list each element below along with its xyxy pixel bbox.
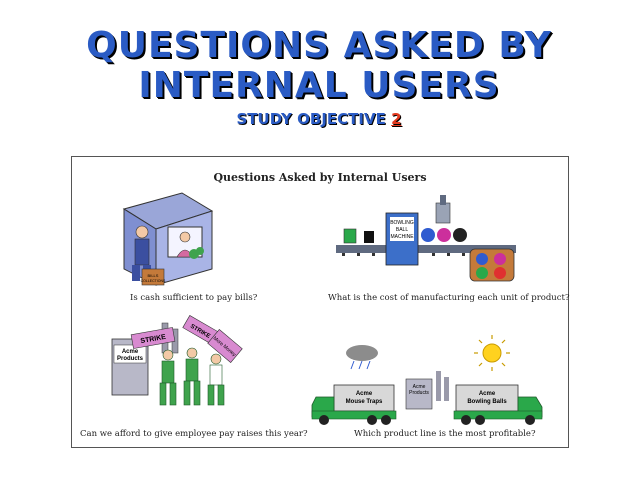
truck1-label-2: Mouse Traps bbox=[346, 399, 383, 405]
caption-cash: Is cash sufficient to pay bills? bbox=[130, 293, 258, 303]
study-objective-label: STUDY OBJECTIVE bbox=[236, 110, 392, 128]
panel-title: Questions Asked by Internal Users bbox=[213, 171, 427, 184]
bills-label: BILLS bbox=[148, 273, 159, 278]
trucks-illustration: Acme Products Acme Mouse Traps Acme Bowl… bbox=[311, 335, 543, 425]
caption-cost: What is the cost of manufacturing each u… bbox=[328, 293, 570, 303]
cash-booth-illustration: BILLS COLLECTIONS bbox=[122, 192, 214, 286]
machine-label-3: MACHINE bbox=[390, 234, 414, 240]
strike-illustration: Acme Products STRIKE STRIKE More Money bbox=[111, 315, 243, 406]
machine-label-2: BALL bbox=[396, 227, 408, 233]
factory-label-1: Acme bbox=[122, 349, 139, 355]
truck2-label-2: Bowling Balls bbox=[467, 399, 507, 405]
collections-label: COLLECTIONS bbox=[141, 279, 166, 283]
truck1-label-1: Acme bbox=[356, 391, 373, 397]
slide-title-line1: QUESTIONS ASKED BY bbox=[86, 25, 552, 66]
strike-sign-1: STRIKE bbox=[140, 334, 167, 345]
slide-title-line2: INTERNAL USERS bbox=[138, 65, 500, 106]
machine-label-1: BOWLING bbox=[390, 220, 414, 226]
illustration-panel: Questions Asked by Internal Users BILLS … bbox=[71, 156, 570, 448]
study-objective-number: 2 bbox=[391, 110, 402, 128]
caption-profit: Which product line is the most profitabl… bbox=[354, 429, 536, 439]
sun-icon bbox=[474, 335, 510, 371]
factory2-label-2: Products bbox=[409, 390, 429, 396]
bowling-machine-illustration: BOWLING BALL MACHINE bbox=[336, 195, 516, 282]
truck2-label-1: Acme bbox=[479, 391, 496, 397]
study-objective: STUDY OBJECTIVE 2 bbox=[0, 110, 638, 128]
factory-label-2: Products bbox=[117, 356, 144, 362]
illustration-canvas: BILLS COLLECTIONS BOWLING BALL MACHINE bbox=[111, 192, 543, 425]
caption-pay: Can we afford to give employee pay raise… bbox=[80, 429, 308, 439]
factory2-label-1: Acme bbox=[413, 384, 426, 390]
